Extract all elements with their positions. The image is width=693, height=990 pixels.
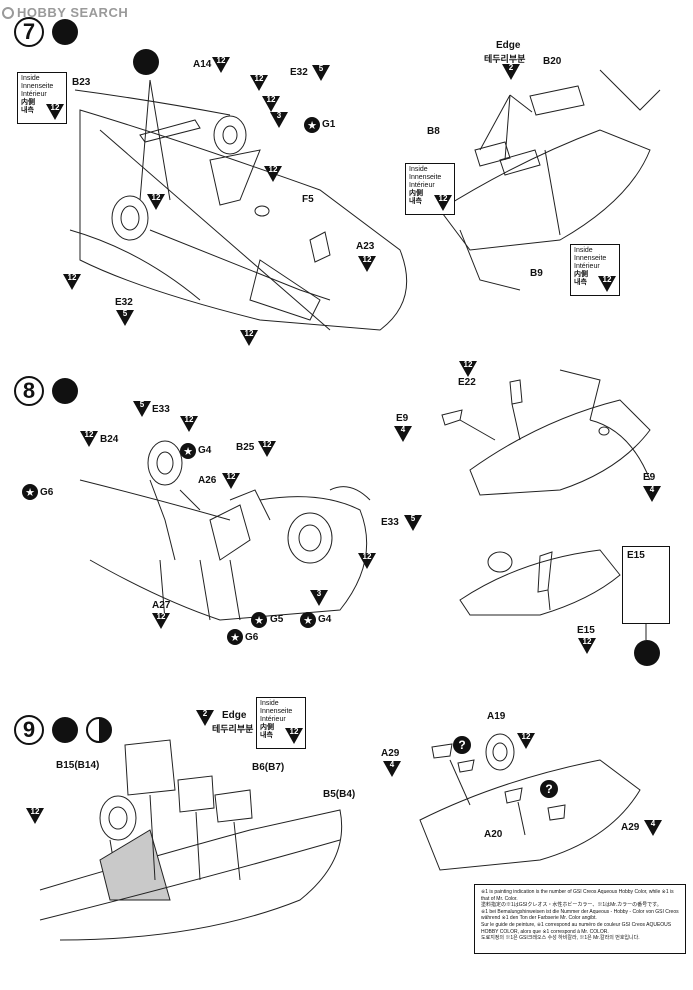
part-label-e32: E32 bbox=[290, 67, 308, 78]
e15-detail-box: E15 bbox=[622, 546, 670, 624]
color-triangle: 12 bbox=[212, 56, 230, 73]
brand-watermark: HOBBY SEARCH bbox=[2, 5, 128, 20]
cement-icon bbox=[634, 640, 660, 666]
color-triangle: 12 bbox=[517, 732, 535, 749]
color-triangle: 2 bbox=[502, 63, 520, 80]
color-triangle: 12 bbox=[180, 415, 198, 432]
color-label-g1: G1 bbox=[322, 119, 336, 130]
color-triangle: 4 bbox=[644, 819, 662, 836]
color-triangle: 4 bbox=[394, 425, 412, 442]
part-label-e15: E15 bbox=[577, 625, 595, 636]
color-triangle: 3 bbox=[310, 589, 328, 606]
color-triangle: 12 bbox=[250, 74, 268, 91]
color-triangle: 12 bbox=[26, 807, 44, 824]
color-triangle: 12 bbox=[262, 95, 280, 112]
color-label-g6-bottom: G6 bbox=[245, 632, 259, 643]
gsi-color-star-icon: ★ bbox=[227, 629, 243, 645]
brand-logo-icon bbox=[2, 6, 14, 19]
color-triangle: 12 bbox=[264, 165, 282, 182]
part-label-a29-right: A29 bbox=[621, 822, 640, 833]
part-label-b25: B25 bbox=[236, 442, 255, 453]
part-label-e9-right: E9 bbox=[643, 472, 656, 483]
part-label-b24: B24 bbox=[100, 434, 119, 445]
color-triangle: 12 bbox=[258, 440, 276, 457]
edge-label: Edge bbox=[222, 710, 247, 721]
edge-label: Edge bbox=[496, 40, 521, 51]
part-label-a20: A20 bbox=[484, 829, 503, 840]
color-triangle: 12 bbox=[358, 255, 376, 272]
color-triangle: 5 bbox=[116, 309, 134, 326]
gsi-color-star-icon: ★ bbox=[180, 443, 196, 459]
part-label-b20: B20 bbox=[543, 56, 562, 67]
color-triangle: 12 bbox=[240, 329, 258, 346]
part-label-e22: E22 bbox=[458, 377, 476, 388]
part-label-e32-bottom: E32 bbox=[115, 297, 133, 308]
gsi-color-star-icon: ★ bbox=[304, 117, 320, 133]
gsi-color-star-icon: ★ bbox=[300, 612, 316, 628]
color-triangle: 12 bbox=[434, 194, 452, 211]
color-triangle: 12 bbox=[459, 360, 477, 377]
step-number-9: 9 bbox=[14, 715, 44, 745]
color-triangle: 4 bbox=[643, 485, 661, 502]
color-triangle: 12 bbox=[598, 275, 616, 292]
color-triangle: 12 bbox=[222, 472, 240, 489]
part-label-a27: A27 bbox=[152, 600, 171, 611]
step-number-8: 8 bbox=[14, 376, 44, 406]
paint-notes-box: ※1 is painting indication is the number … bbox=[474, 884, 686, 954]
edge-label-ko: 테두리부분 bbox=[484, 54, 526, 64]
color-triangle: 5 bbox=[312, 64, 330, 81]
color-label-g5: G5 bbox=[270, 614, 284, 625]
color-triangle: 4 bbox=[383, 760, 401, 777]
part-label-b23: B23 bbox=[72, 77, 91, 88]
inside-color-box: Inside Innenseite Intérieur 内側 내측 bbox=[17, 72, 67, 124]
color-triangle: 3 bbox=[270, 111, 288, 128]
part-label-a14: A14 bbox=[193, 59, 212, 70]
color-triangle: 12 bbox=[63, 273, 81, 290]
part-label-b5: B5(B4) bbox=[323, 789, 356, 800]
cement-icon bbox=[133, 49, 159, 75]
part-label-b6: B6(B7) bbox=[252, 762, 285, 773]
part-label-e33-right: E33 bbox=[381, 517, 399, 528]
option-parts-icon bbox=[86, 717, 112, 743]
part-label-b9: B9 bbox=[530, 268, 543, 279]
cement-icon bbox=[52, 378, 78, 404]
color-triangle: 12 bbox=[46, 103, 64, 120]
question-mark-icon: ? bbox=[453, 736, 471, 754]
part-label-e33: E33 bbox=[152, 404, 170, 415]
part-label-b15: B15(B14) bbox=[56, 760, 100, 771]
cement-icon bbox=[52, 717, 78, 743]
color-triangle: 12 bbox=[152, 612, 170, 629]
color-label-g4: G4 bbox=[198, 445, 212, 456]
part-label-e9: E9 bbox=[396, 413, 409, 424]
brand-text: HOBBY SEARCH bbox=[17, 5, 129, 20]
question-mark-icon: ? bbox=[540, 780, 558, 798]
part-label-f5: F5 bbox=[302, 194, 314, 205]
color-label-g4-bottom: G4 bbox=[318, 614, 332, 625]
part-label-a23: A23 bbox=[356, 241, 375, 252]
color-triangle: 2 bbox=[196, 709, 214, 726]
color-triangle: 12 bbox=[358, 552, 376, 569]
part-label-e15-box: E15 bbox=[627, 550, 645, 561]
cement-icon bbox=[52, 19, 78, 45]
step-number-7: 7 bbox=[14, 17, 44, 47]
color-label-g6: G6 bbox=[40, 487, 54, 498]
gsi-color-star-icon: ★ bbox=[22, 484, 38, 500]
gsi-color-star-icon: ★ bbox=[251, 612, 267, 628]
edge-label-ko: 테두리부분 bbox=[212, 724, 254, 734]
color-triangle: 12 bbox=[285, 727, 303, 744]
color-triangle: 12 bbox=[147, 193, 165, 210]
part-label-a29: A29 bbox=[381, 748, 400, 759]
color-triangle: 12 bbox=[578, 637, 596, 654]
part-label-a26: A26 bbox=[198, 475, 217, 486]
part-label-a19: A19 bbox=[487, 711, 506, 722]
color-triangle: 5 bbox=[404, 514, 422, 531]
part-label-b8: B8 bbox=[427, 126, 440, 137]
color-triangle: 12 bbox=[80, 430, 98, 447]
color-triangle: 5 bbox=[133, 400, 151, 417]
